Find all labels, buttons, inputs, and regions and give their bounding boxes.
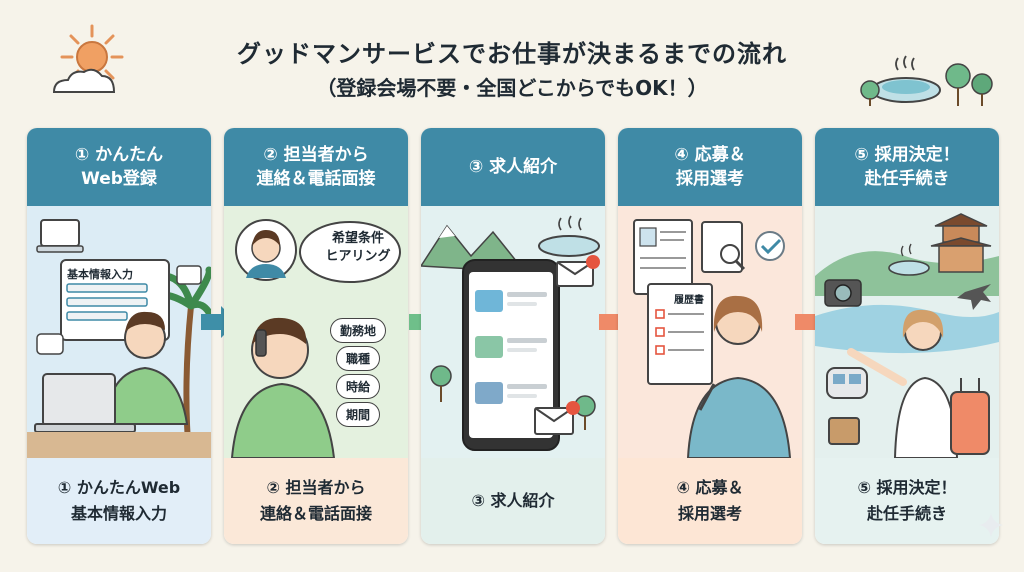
step-5-footer: ⑤ 採用決定！ 赴任手続き	[815, 458, 999, 544]
step-5-footer-line2: 赴任手続き	[866, 504, 947, 523]
step-2-footer: ② 担当者から 連絡＆電話面接	[224, 458, 408, 544]
page-title: グッドマンサービスでお仕事が決まるまでの流れ	[237, 40, 787, 68]
step-card-3: ③ 求人紹介 ③ 求人紹介	[421, 128, 605, 544]
onsen-trees-icon	[860, 55, 993, 106]
job-introduction-illustration	[421, 206, 605, 458]
tag-location: 勤務地	[330, 318, 387, 343]
sparkle-icon	[979, 513, 1003, 537]
step-3-footer-line1: ③ 求人紹介	[471, 491, 555, 510]
step-1-footer-line2: 基本情報入力	[70, 504, 167, 523]
step-5-footer-line1: ⑤ 採用決定！	[857, 478, 957, 497]
bubble-line2: ヒアリング	[325, 249, 391, 264]
step-4-footer: ④ 応募＆ 採用選考	[618, 458, 802, 544]
step-1-header: ① かんたん Web登録	[27, 128, 211, 206]
web-registration-illustration	[27, 206, 211, 458]
step-1-header-line2: Web登録	[81, 169, 157, 189]
step-4-footer-line1: ④ 応募＆	[676, 478, 744, 497]
step-1-footer: ① かんたんWeb 基本情報入力	[27, 458, 211, 544]
step-2-header-line1: ② 担当者から	[263, 145, 369, 165]
page-subtitle: （登録会場不要・全国どこからでもOK！）	[316, 76, 708, 100]
step-4-footer-line2: 採用選考	[677, 504, 742, 523]
step-1-footer-line1: ① かんたんWeb	[57, 478, 181, 497]
title-area: グッドマンサービスでお仕事が決まるまでの流れ （登録会場不要・全国どこからでもO…	[0, 0, 1024, 125]
hiring-relocation-illustration	[815, 206, 999, 458]
tag-period: 期間	[336, 402, 381, 427]
step-card-1: ① かんたん Web登録 基本情報入力 ① かんたんWeb 基本情報入力	[27, 128, 211, 544]
bubble-line1: 希望条件	[331, 231, 384, 246]
step-5-header-line2: 赴任手続き	[864, 169, 950, 189]
step-1-header-line1: ① かんたん	[74, 145, 164, 165]
tag-hourly-wage: 時給	[336, 374, 381, 399]
step-2-header: ② 担当者から 連絡＆電話面接	[224, 128, 408, 206]
step-5-header-line1: ⑤ 採用決定！	[854, 145, 960, 165]
step-2-footer-line1: ② 担当者から	[266, 478, 366, 497]
step-4-header-line1: ④ 応募＆	[674, 145, 746, 165]
step-5-header: ⑤ 採用決定！ 赴任手続き	[815, 128, 999, 206]
step-3-footer: ③ 求人紹介	[421, 458, 605, 544]
tag-job-type: 職種	[336, 346, 381, 371]
step-2-header-line2: 連絡＆電話面接	[256, 169, 376, 189]
step-2-footer-line2: 連絡＆電話面接	[259, 504, 372, 523]
resume-label: 履歴書	[674, 295, 704, 306]
step-3-header: ③ 求人紹介	[421, 128, 605, 206]
form-label: 基本情報入力	[67, 268, 133, 281]
step-4-header-line2: 採用選考	[676, 169, 744, 189]
step-card-4: ④ 応募＆ 採用選考 履歴書 ④ 応募＆ 採用選考	[618, 128, 802, 544]
step-card-2: ② 担当者から 連絡＆電話面接 希望条件 ヒアリング 勤務地 職種 時給 期間 …	[224, 128, 408, 544]
hearing-bubble-text: 希望条件 ヒアリング	[316, 230, 400, 266]
step-4-header: ④ 応募＆ 採用選考	[618, 128, 802, 206]
application-screening-illustration	[618, 206, 802, 458]
step-card-5: ⑤ 採用決定！ 赴任手続き ⑤ 採用決定！ 赴任手続	[815, 128, 999, 544]
step-3-header-line1: ③ 求人紹介	[468, 157, 558, 177]
sun-icon	[52, 24, 124, 93]
